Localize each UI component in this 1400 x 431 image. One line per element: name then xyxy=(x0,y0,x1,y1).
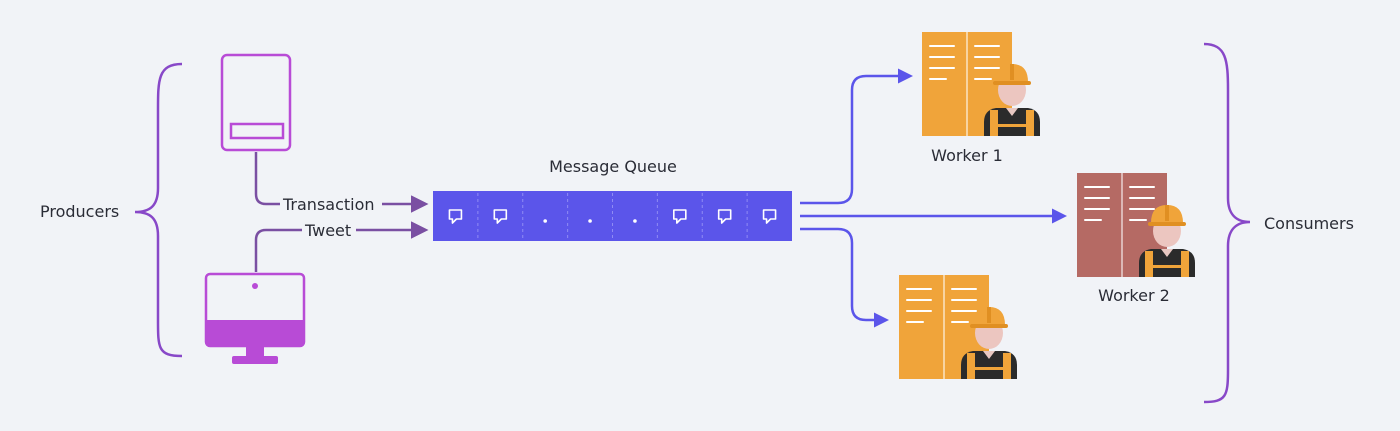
message-queue-label: Message Queue xyxy=(549,157,677,176)
queue-ellipsis-dot xyxy=(612,193,637,239)
message-icon xyxy=(477,193,508,239)
message-icon xyxy=(448,209,463,224)
tweet-arrow xyxy=(254,221,429,272)
worker-icon xyxy=(961,307,1017,379)
worker-1-icon xyxy=(922,32,1040,136)
transaction-arrow xyxy=(254,152,429,213)
phone-icon xyxy=(220,53,292,152)
message-icon xyxy=(746,193,777,239)
worker-icon xyxy=(1139,205,1195,277)
message-icon xyxy=(701,193,732,239)
worker2-label: Worker 2 xyxy=(1098,286,1170,305)
worker1-label: Worker 1 xyxy=(931,146,1003,165)
consumers-bracket xyxy=(1203,42,1251,404)
tweet-label: Tweet xyxy=(305,221,352,240)
worker-3-icon xyxy=(899,275,1017,379)
message-queue xyxy=(433,191,792,241)
producers-bracket xyxy=(134,62,183,358)
queue-ellipsis-dot xyxy=(522,193,547,239)
worker1-arrow xyxy=(800,68,913,205)
worker-icon xyxy=(984,64,1040,136)
message-icon xyxy=(656,193,687,239)
transaction-label: Transaction xyxy=(283,195,375,214)
queue-ellipsis-dot xyxy=(567,193,592,239)
worker3-arrow xyxy=(800,227,889,328)
desktop-monitor-icon xyxy=(204,272,306,364)
worker-2-icon xyxy=(1077,173,1195,277)
producers-label: Producers xyxy=(40,202,120,221)
consumers-label: Consumers xyxy=(1264,214,1354,233)
